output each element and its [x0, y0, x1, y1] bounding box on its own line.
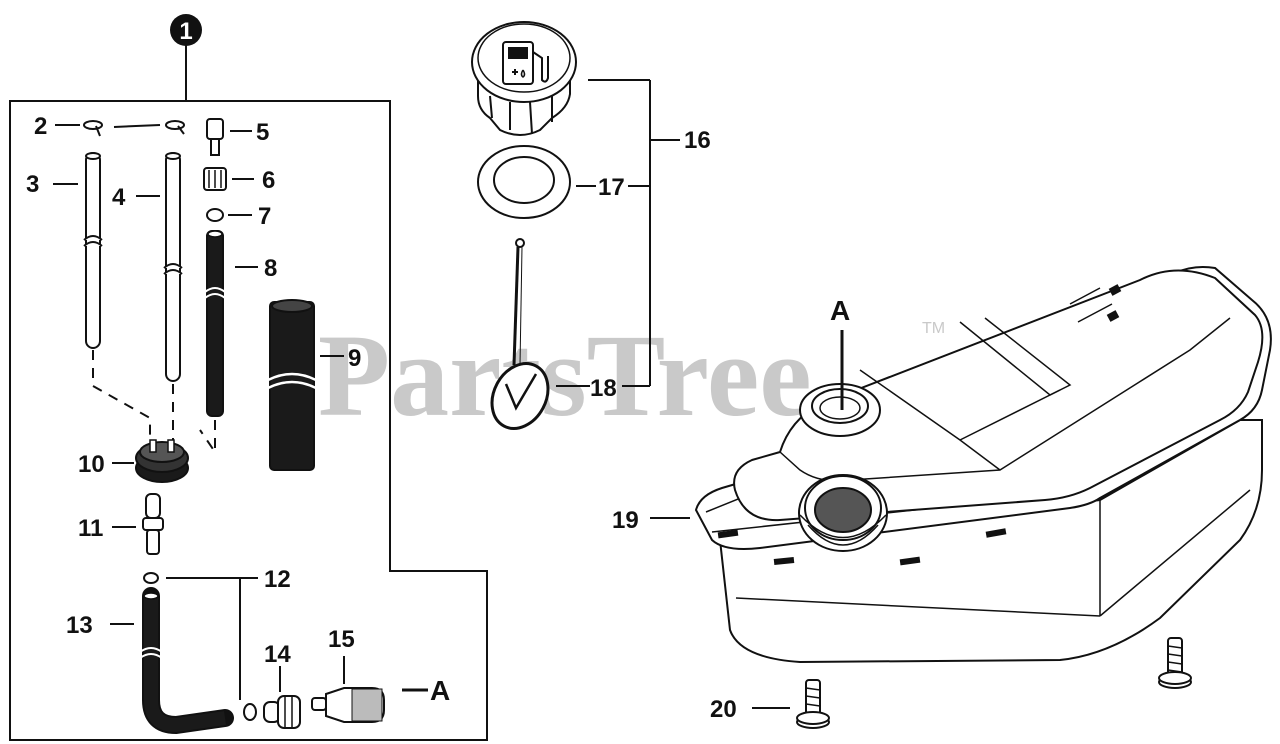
- callout-17: 17: [598, 174, 625, 201]
- callout-15: 15: [328, 626, 355, 653]
- callout-13: 13: [66, 612, 93, 639]
- tube-part-3: [83, 152, 103, 349]
- hose-part-9: [267, 299, 317, 471]
- callout-10: 10: [78, 451, 105, 478]
- fuel-filter-part-15: [311, 687, 385, 723]
- group-box: [9, 100, 488, 741]
- fuel-cap-part-16: [471, 21, 577, 136]
- tube-part-4: [163, 152, 183, 382]
- fitting-part-6: [203, 167, 227, 191]
- callout-4: 4: [112, 184, 126, 211]
- callout-9: 9: [348, 345, 361, 372]
- fitting-part-11: [142, 493, 164, 555]
- group-badge-label: 1: [179, 18, 192, 45]
- callout-7: 7: [258, 203, 271, 230]
- callout-16: 16: [684, 127, 711, 154]
- callout-8: 8: [264, 255, 277, 282]
- fitting-part-5: [206, 118, 224, 156]
- callout-2: 2: [34, 113, 47, 140]
- clip-part-2: [83, 120, 185, 137]
- tether-part-18: [490, 238, 550, 430]
- callout-a-filter: A: [430, 675, 450, 706]
- grommet-part-10: [135, 439, 189, 483]
- callout-12: 12: [264, 566, 291, 593]
- trademark-mark: TM: [922, 320, 945, 337]
- callout-14: 14: [264, 641, 291, 668]
- callout-5: 5: [256, 119, 269, 146]
- gasket-part-17: [477, 145, 571, 219]
- callout-a-tank: A: [830, 295, 850, 326]
- screw-part-20a: [796, 679, 830, 729]
- fitting-part-14: [263, 695, 301, 729]
- callout-20: 20: [710, 696, 737, 723]
- callout-6: 6: [262, 167, 275, 194]
- clamp-part-12a: [143, 572, 159, 584]
- screw-part-20b: [1158, 637, 1192, 689]
- hose-part-8: [204, 230, 226, 417]
- fuel-tank-part-19: [694, 266, 1272, 664]
- clamp-part-12b: [243, 703, 257, 721]
- fuel-pump-icon: [502, 41, 549, 85]
- watermark: PartsTree: [318, 310, 812, 441]
- hose-part-13: [139, 587, 234, 735]
- callout-3: 3: [26, 171, 39, 198]
- group-badge: [170, 14, 202, 46]
- callout-11: 11: [78, 515, 103, 542]
- oring-part-7: [206, 208, 224, 222]
- callout-19: 19: [612, 507, 639, 534]
- callout-18: 18: [590, 375, 617, 402]
